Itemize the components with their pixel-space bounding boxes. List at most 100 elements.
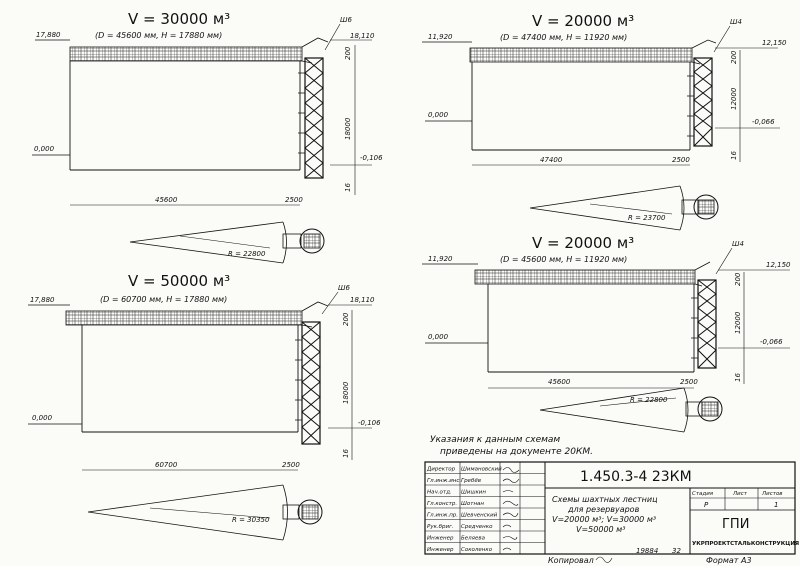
dim-top-gap: 200 <box>344 46 352 60</box>
scheme-title: V = 30000 м³ <box>128 10 230 28</box>
level-top-right: 18,110 <box>350 296 375 304</box>
scheme-v20000-b: V = 20000 м³ (D = 45600 мм, H = 11920 мм… <box>422 234 791 433</box>
role: Гл.инж.пр. <box>427 513 458 519</box>
org-short: ГПИ <box>722 517 749 532</box>
desc-line-3: V=20000 м³; V=30000 м³ <box>552 515 656 524</box>
stair-mark: Ш6 <box>338 284 350 292</box>
names-column: Шимановский Гребёв Шишкин Шотнан Шевченс… <box>461 467 502 554</box>
scheme-v30000: V = 30000 м³ (D = 45600 мм, H = 17880 мм… <box>32 10 383 264</box>
note-line-2: приведены на документе 20КМ. <box>440 447 593 457</box>
plan-view: R = 22800 <box>539 387 723 433</box>
level-top-left: 11,920 <box>428 255 453 263</box>
sheet-number: 32 <box>672 547 681 555</box>
dim-bottom-gap: 16 <box>344 183 352 192</box>
dim-bottom-gap: 16 <box>734 373 742 382</box>
scheme-subtitle: (D = 47400 мм, H = 11920 мм) <box>500 33 627 42</box>
scheme-subtitle: (D = 45600 мм, H = 17880 мм) <box>95 31 222 40</box>
sheets-value: 1 <box>774 501 778 509</box>
level-bottom: -0,106 <box>358 419 381 427</box>
level-zero: 0,000 <box>34 145 55 153</box>
level-bottom: -0,066 <box>752 118 775 126</box>
plan-view: R = 23700 <box>529 185 719 231</box>
name: Шишкин <box>461 490 486 496</box>
dim-span: 45600 <box>548 378 571 386</box>
plan-radius: R = 22800 <box>228 250 266 258</box>
sheets-label: Листов <box>761 491 783 497</box>
roles-column: Директор Гл.инж.инс. Нач.отд. Гл.констр.… <box>426 467 461 554</box>
org-full: УКРПРОЕКТСТАЛЬКОНСТРУКЦИЯ <box>692 541 799 547</box>
scheme-subtitle: (D = 60700 мм, H = 17880 мм) <box>100 295 227 304</box>
stage-label: Стадия <box>692 491 714 497</box>
scheme-subtitle: (D = 45600 мм, H = 11920 мм) <box>500 255 627 264</box>
roof-hatch <box>474 269 696 285</box>
drawing-code: 1.450.3-4 23КМ <box>580 469 692 485</box>
desc-line-2: для резервуаров <box>567 505 640 514</box>
dim-bottom-gap: 16 <box>730 151 738 160</box>
scheme-v20000-a: V = 20000 м³ (D = 47400 мм, H = 11920 мм… <box>422 12 787 231</box>
shaft-ladder <box>298 57 324 179</box>
level-top-left: 17,880 <box>36 31 61 39</box>
shaft-ladder <box>691 279 717 369</box>
dim-offset: 2500 <box>282 461 300 469</box>
dim-span: 60700 <box>155 461 178 469</box>
copied-signature <box>595 556 613 563</box>
dim-top-gap: 200 <box>734 272 742 286</box>
dim-span: 45600 <box>155 196 178 204</box>
dim-height: 18000 <box>344 117 352 140</box>
level-top-left: 17,880 <box>30 296 55 304</box>
name: Средченко <box>461 524 493 530</box>
sheet-label: Лист <box>732 491 748 497</box>
role: Гл.констр. <box>427 501 457 507</box>
level-top-right: 12,150 <box>762 39 787 47</box>
plan-view: R = 30350 <box>87 484 323 541</box>
note-line-1: Указания к данным схемам <box>430 435 560 445</box>
dim-span: 47400 <box>540 156 563 164</box>
scheme-title: V = 50000 м³ <box>128 272 230 290</box>
role: Нач.отд. <box>427 490 452 496</box>
stair-mark: Ш4 <box>730 18 742 26</box>
dim-top-gap: 200 <box>342 312 350 326</box>
role: Инженер <box>427 536 454 542</box>
level-zero: 0,000 <box>32 414 53 422</box>
dim-height: 12000 <box>734 311 742 334</box>
dim-height: 18000 <box>342 381 350 404</box>
dim-offset: 2500 <box>672 156 690 164</box>
dim-offset: 2500 <box>285 196 303 204</box>
plan-radius: R = 23700 <box>628 214 666 222</box>
name: Шимановский <box>461 467 502 473</box>
shaft-ladder <box>687 57 713 147</box>
stair-mark: Ш6 <box>340 16 352 24</box>
format-label: Формат А3 <box>706 556 752 565</box>
role: Рук.бриг. <box>427 524 454 530</box>
doc-number: 19884 <box>636 547 658 555</box>
desc-line-1: Схемы шахтных лестниц <box>552 495 658 504</box>
stair-mark: Ш4 <box>732 240 744 248</box>
level-top-right: 12,150 <box>766 261 791 269</box>
plan-radius: R = 22800 <box>630 396 668 404</box>
scheme-title: V = 20000 м³ <box>532 234 634 252</box>
shaft-ladder <box>295 321 321 445</box>
role: Гл.инж.инс. <box>427 478 461 484</box>
role: Инженер <box>427 547 454 553</box>
level-top-right: 18,110 <box>350 32 375 40</box>
level-top-left: 11,920 <box>428 33 453 41</box>
scheme-v50000: V = 50000 м³ (D = 60700 мм, H = 17880 мм… <box>28 272 381 541</box>
stage-value: Р <box>704 501 709 509</box>
dim-top-gap: 200 <box>730 50 738 64</box>
roof-hatch <box>69 46 303 62</box>
copied-label: Копировал <box>548 556 594 565</box>
scheme-title: V = 20000 м³ <box>532 12 634 30</box>
name: Соколенко <box>461 547 493 553</box>
desc-line-4: V=50000 м³ <box>576 525 625 534</box>
dim-height: 12000 <box>730 87 738 110</box>
plan-radius: R = 30350 <box>232 516 270 524</box>
signatures <box>502 467 520 551</box>
title-block: 1.450.3-4 23КМ Схемы шахтных лестниц для… <box>424 461 799 555</box>
plan-view: R = 22800 <box>129 221 325 264</box>
name: Гребёв <box>461 478 481 484</box>
name: Беляева <box>461 536 486 542</box>
dim-bottom-gap: 16 <box>342 449 350 458</box>
level-bottom: -0,066 <box>760 338 783 346</box>
